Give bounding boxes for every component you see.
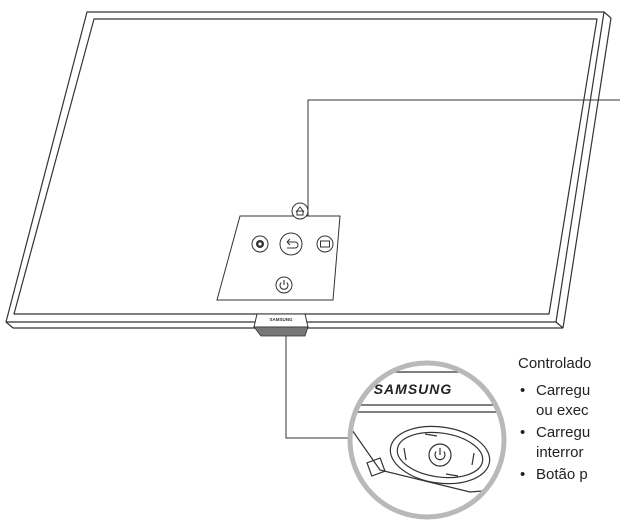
back-button — [279, 232, 303, 256]
controller-tab: SAMSUNG — [253, 313, 309, 337]
source-icon — [320, 240, 330, 248]
back-icon — [286, 238, 299, 249]
source-button — [316, 235, 334, 253]
controller-plate — [216, 99, 620, 301]
caption-bullet: Carregu ou exec — [518, 381, 620, 421]
caption-bullet-line: ou exec — [536, 402, 589, 419]
home-icon — [295, 206, 305, 216]
caption-bullet-line: Botão p — [536, 466, 588, 483]
zoom-callout-line — [285, 336, 352, 439]
caption-bullet: Botão p — [518, 465, 620, 485]
caption-bullet: Carregu interror — [518, 423, 620, 463]
caption-title: Controlado — [518, 355, 592, 372]
caption-bullet-line: Carregu — [536, 424, 591, 441]
caption-bullet-line: Carregu — [536, 382, 591, 399]
caption-bullet-line: interror — [536, 444, 584, 461]
settings-button — [251, 235, 269, 253]
zoom-brand-label: SAMSUNG — [374, 381, 453, 397]
panel-brand-label: SAMSUNG — [269, 317, 293, 322]
zoom-view: SAMSUNG — [347, 360, 507, 520]
power-icon-zoom — [434, 448, 446, 461]
caption-bullet-list: Carregu ou exec Carregu interror Botão p — [518, 381, 620, 487]
power-icon — [279, 280, 289, 290]
power-button — [275, 276, 293, 294]
caption-panel: Controlado Carregu ou exec Carregu inter… — [518, 355, 620, 521]
settings-icon — [256, 240, 264, 248]
home-button — [291, 202, 309, 220]
